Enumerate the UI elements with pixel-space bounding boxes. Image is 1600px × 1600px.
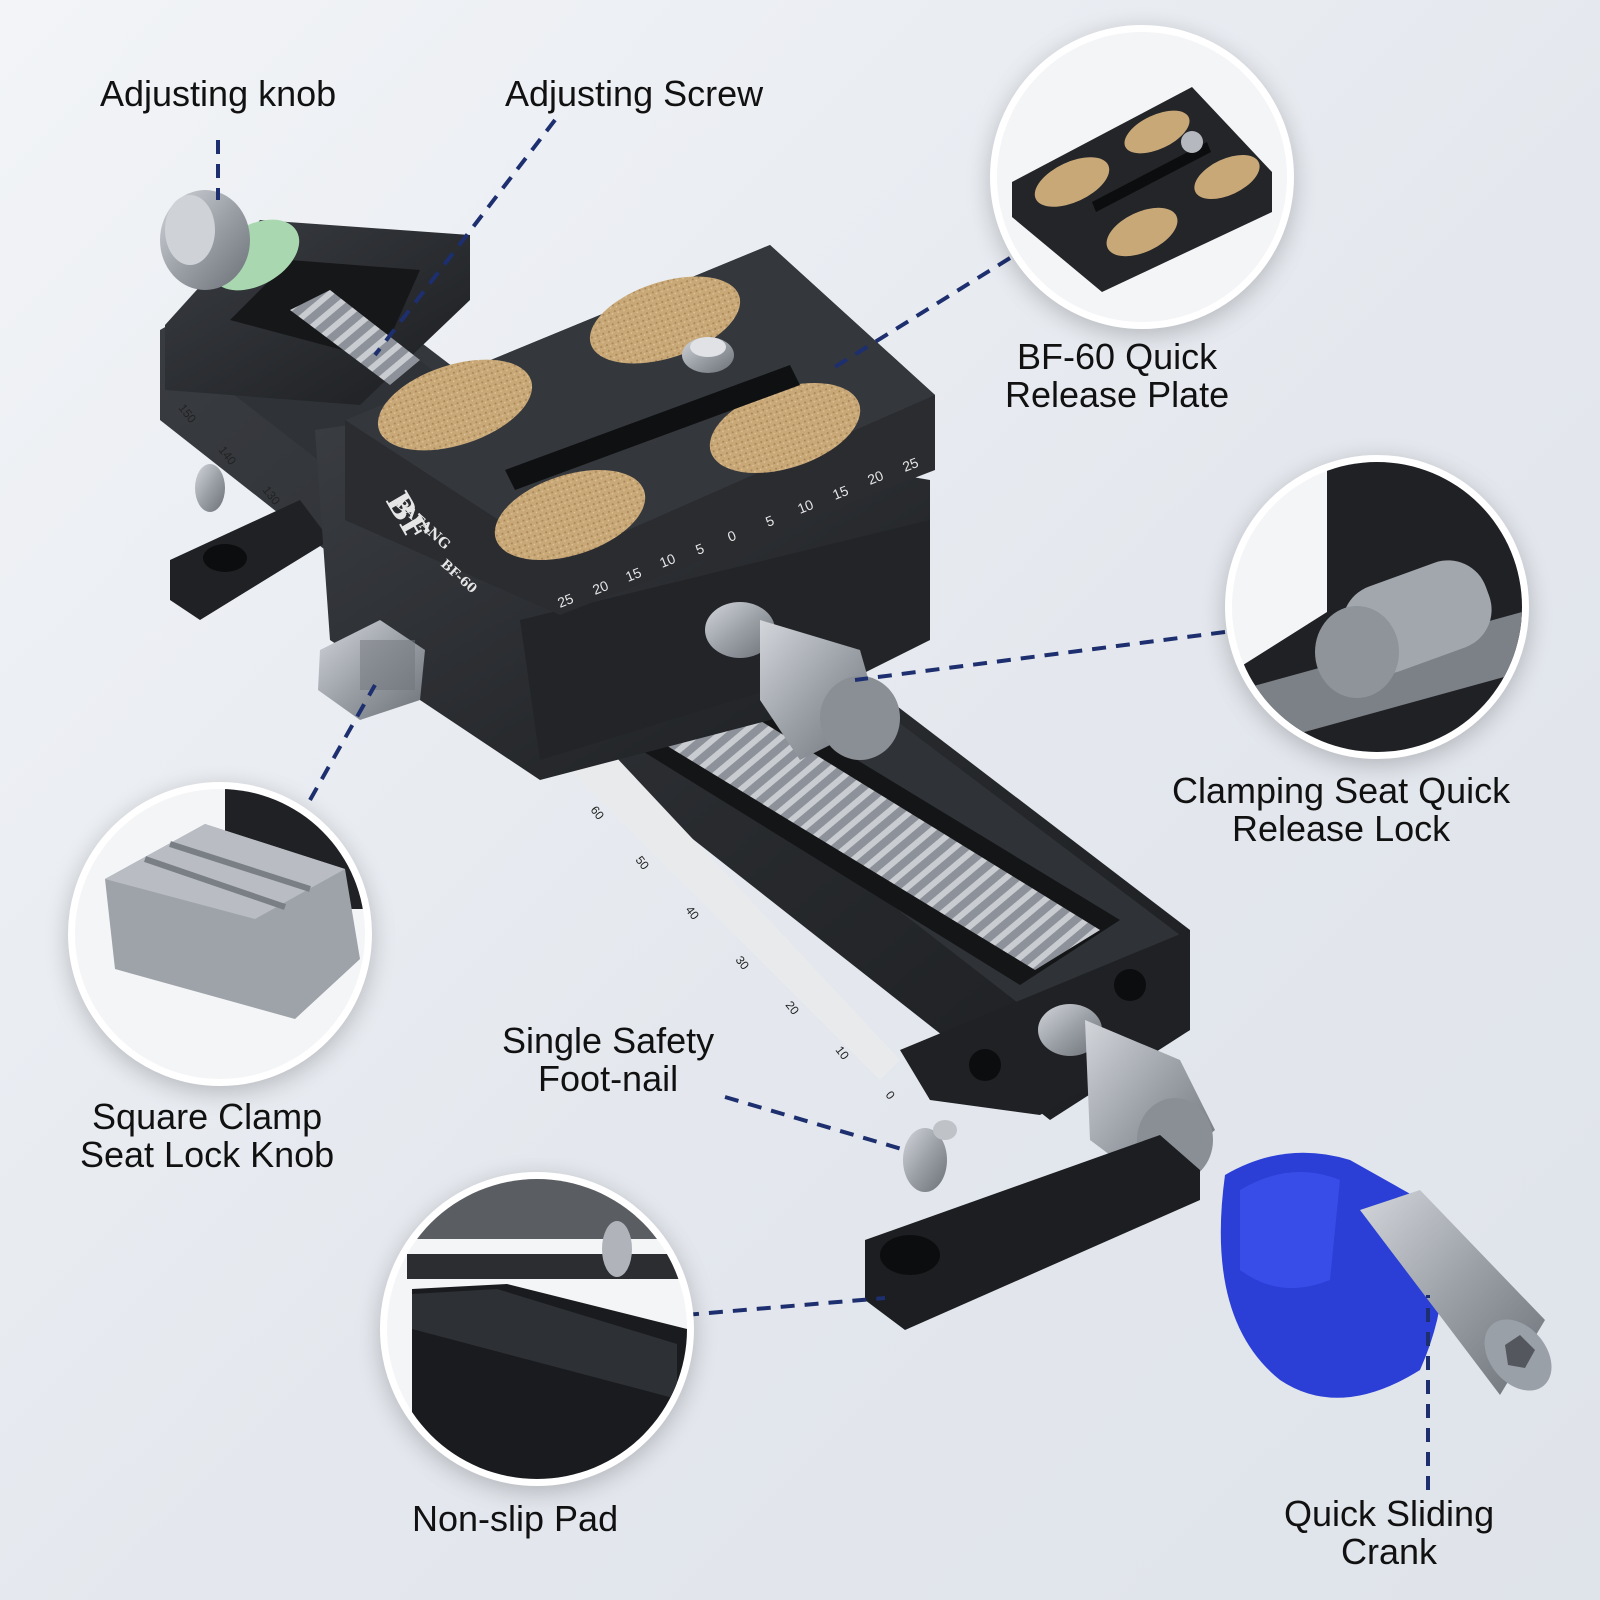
rail-tick-label: 50 [633, 853, 652, 872]
label-adjusting-knob-text: Adjusting knob [100, 73, 337, 114]
leader-adjusting-screw [373, 118, 557, 357]
label-foot-nail: Single Safety Foot-nail [502, 1022, 714, 1098]
label-square-knob-line2: Seat Lock Knob [80, 1134, 335, 1175]
label-clamp-lock: Clamping Seat Quick Release Lock [1172, 772, 1510, 848]
label-square-knob-line1: Square Clamp [92, 1096, 323, 1137]
rail-tick-label: 30 [733, 953, 752, 972]
leader-foot-nail [724, 1095, 906, 1152]
plate-tick-label: 15 [830, 482, 851, 503]
label-foot-nail-line1: Single Safety [502, 1020, 715, 1061]
square-lock-knob [318, 620, 425, 720]
callout-clamp-lock [1225, 455, 1529, 759]
adjusting-knob [160, 190, 300, 291]
plate-tick-label: 25 [555, 590, 576, 611]
non-slip-pad-detail [387, 1179, 687, 1479]
blue-crank [1220, 1152, 1552, 1398]
leader-lines [216, 118, 1430, 1490]
callout-non-slip-pad [380, 1172, 694, 1486]
leader-qr-plate [828, 256, 1012, 372]
label-non-slip-pad-text: Non-slip Pad [412, 1498, 619, 1539]
callout-square-knob [68, 782, 372, 1086]
plate-tick-label: 10 [795, 496, 816, 517]
front-foot-bracket [865, 1135, 1200, 1330]
rail-tick-label: 40 [683, 903, 702, 922]
label-crank: Quick Sliding Crank [1284, 1495, 1494, 1571]
label-adjusting-screw: Adjusting Screw [505, 75, 763, 113]
square-knob-detail [75, 789, 365, 1079]
callout-quick-release-plate [990, 25, 1294, 329]
label-crank-line2: Crank [1341, 1531, 1438, 1572]
label-non-slip-pad: Non-slip Pad [412, 1500, 618, 1538]
front-crank-knob [1038, 1004, 1215, 1185]
qr-plate-detail [997, 32, 1287, 322]
label-adjusting-screw-text: Adjusting Screw [505, 73, 764, 114]
label-foot-nail-line2: Foot-nail [538, 1058, 679, 1099]
clamp-release-knob [705, 602, 900, 760]
plate-tick-label: 20 [865, 467, 886, 488]
label-crank-line1: Quick Sliding [1284, 1493, 1495, 1534]
plate-tick-label: 15 [623, 564, 644, 585]
label-adjusting-knob: Adjusting knob [100, 75, 336, 113]
rear-foot-bracket [170, 464, 330, 620]
quick-release-plate [345, 245, 935, 615]
safety-foot-nail [903, 1120, 957, 1192]
rail-tick-label: 0 [883, 1088, 898, 1102]
label-qr-plate: BF-60 Quick Release Plate [1005, 338, 1229, 414]
label-square-knob: Square Clamp Seat Lock Knob [80, 1098, 334, 1174]
leader-non-slip-pad [684, 1296, 886, 1317]
label-qr-plate-line1: BF-60 Quick [1017, 336, 1218, 377]
rail-tick-label: 60 [588, 803, 607, 822]
clamp-lock-detail [1232, 462, 1522, 752]
plate-tick-label: 10 [657, 550, 678, 571]
label-clamp-lock-line2: Release Lock [1232, 808, 1451, 849]
rail-tick-label: 20 [783, 998, 802, 1017]
plate-tick-label: 20 [590, 577, 611, 598]
plate-tick-label: 25 [900, 454, 921, 475]
label-clamp-lock-line1: Clamping Seat Quick [1172, 770, 1511, 811]
label-qr-plate-line2: Release Plate [1005, 374, 1230, 415]
